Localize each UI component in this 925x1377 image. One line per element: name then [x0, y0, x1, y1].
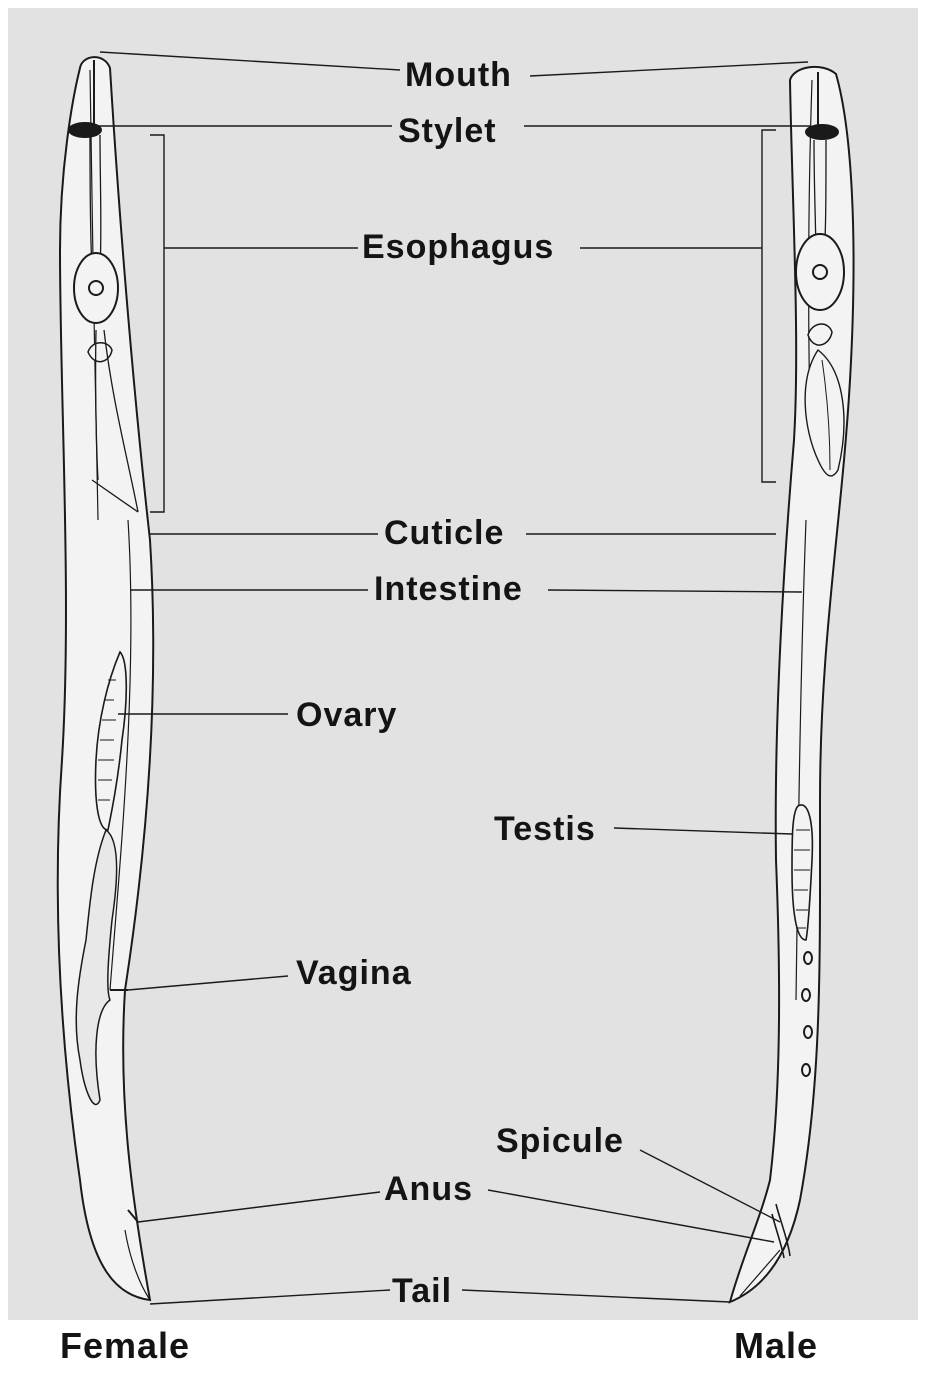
stylet-label: Stylet: [398, 114, 497, 148]
male-valve: [813, 265, 827, 279]
mouth-label: Mouth: [405, 58, 512, 92]
vagina-label: Vagina: [296, 956, 412, 990]
cuticle-label: Cuticle: [384, 516, 504, 550]
female-stylet-knobs: [69, 123, 101, 137]
intestine-label: Intestine: [374, 572, 523, 606]
ovary-label: Ovary: [296, 698, 397, 732]
tail-label: Tail: [392, 1274, 452, 1308]
male-stylet-knobs: [806, 125, 838, 139]
male-label: Male: [734, 1328, 818, 1364]
female-valve: [89, 281, 103, 295]
testis-label: Testis: [494, 812, 596, 846]
esophagus-label: Esophagus: [362, 230, 554, 264]
female-label: Female: [60, 1328, 190, 1364]
anus-label: Anus: [384, 1172, 473, 1206]
spicule-label: Spicule: [496, 1124, 624, 1158]
